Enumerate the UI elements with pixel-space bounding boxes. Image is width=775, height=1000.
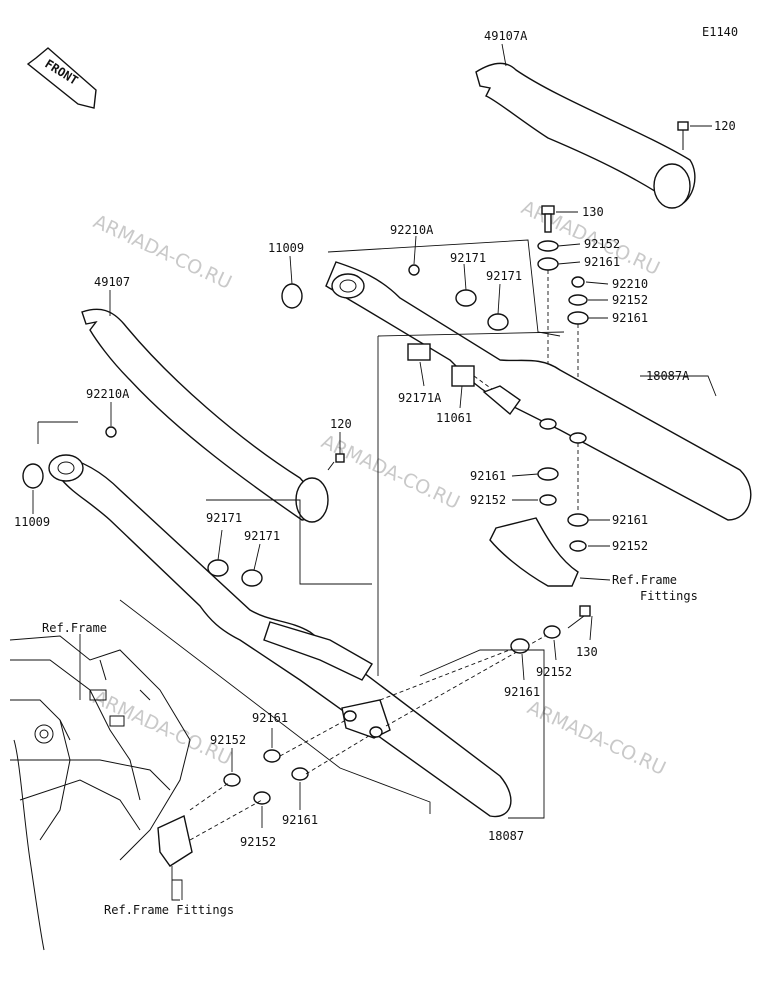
label-92161-g: 92161 (282, 813, 318, 827)
washer-92152-f (223, 773, 241, 787)
gasket-11009-left (22, 463, 44, 489)
clamp-92171-a (455, 289, 477, 307)
label-18087: 18087 (488, 829, 524, 843)
frame-bracket-lower (157, 815, 193, 867)
label-ref-frame-fittings-bottom: Ref.Frame Fittings (104, 903, 234, 917)
label-11009-left: 11009 (14, 515, 50, 529)
label-120-top: 120 (714, 119, 736, 133)
label-92171-d: 92171 (244, 529, 280, 543)
frame-sketch (9, 634, 191, 951)
diagram-code: E1140 (702, 25, 738, 39)
label-92171-c: 92171 (206, 511, 242, 525)
label-92152-g: 92152 (240, 835, 276, 849)
label-92161-f: 92161 (252, 711, 288, 725)
damper-92161-e (510, 638, 530, 654)
damper-92161-c (537, 467, 559, 481)
label-130-right: 130 (576, 645, 598, 659)
label-92161-e: 92161 (504, 685, 540, 699)
gasket-11009-top (281, 283, 303, 309)
clamp-92171-b (487, 313, 509, 331)
washer-92152-c (539, 494, 557, 506)
damper-92161-g (291, 767, 309, 781)
damper-upper-a (539, 418, 557, 430)
washer-92152-g (253, 791, 271, 805)
heat-cover-49107A (475, 62, 696, 207)
exhaust-pipe-upper (325, 261, 752, 521)
label-92171-b: 92171 (486, 269, 522, 283)
label-120-left: 120 (330, 417, 352, 431)
nut-92210A-left (105, 426, 117, 438)
label-92152-b: 92152 (612, 293, 648, 307)
label-ref-frame-fittings-right-2: Fittings (640, 589, 698, 603)
bolt-120-top (677, 121, 689, 150)
clamp-92171A (407, 343, 431, 361)
label-130-top: 130 (582, 205, 604, 219)
label-92152-f: 92152 (210, 733, 246, 747)
connector-pipe-lower (263, 621, 373, 681)
damper-92161-b (567, 311, 589, 325)
damper-92161-d (567, 513, 589, 527)
label-92152-a: 92152 (584, 237, 620, 251)
connector-pipe-upper (482, 385, 521, 416)
label-ref-frame: Ref.Frame (42, 621, 107, 635)
label-92152-e: 92152 (536, 665, 572, 679)
damper-92161-a (537, 257, 559, 271)
label-92161-a: 92161 (584, 255, 620, 269)
label-92171-a: 92171 (450, 251, 486, 265)
label-49107A: 49107A (484, 29, 528, 43)
label-92210A-top: 92210A (390, 223, 434, 237)
sleeve-11061 (451, 365, 475, 387)
label-92152-c: 92152 (470, 493, 506, 507)
bolt-120-left (327, 453, 345, 471)
washer-92152-a (537, 240, 559, 252)
bolt-130-top (541, 205, 555, 233)
front-arrow-icon: FRONT (26, 47, 97, 109)
label-18087A: 18087A (646, 369, 690, 383)
label-92171A: 92171A (398, 391, 442, 405)
label-92210: 92210 (612, 277, 648, 291)
damper-upper-b (569, 432, 587, 444)
label-92161-c: 92161 (470, 469, 506, 483)
nut-92210A-top (408, 264, 420, 276)
clamp-92171-d (241, 569, 263, 587)
label-ref-frame-fittings-right-1: Ref.Frame (612, 573, 677, 587)
muffler-bracket-upper (489, 517, 579, 587)
label-92161-b: 92161 (612, 311, 648, 325)
watermark-4: ARMADA-CO.RU (90, 687, 235, 770)
exhaust-flange-lower (48, 454, 84, 482)
clamp-92171-c (207, 559, 229, 577)
heat-cover-49107-clamp (295, 477, 329, 523)
label-92161-d: 92161 (612, 513, 648, 527)
nut-92210 (571, 276, 585, 288)
washer-92152-e (543, 625, 561, 639)
washer-92152-b (568, 294, 588, 306)
label-49107: 49107 (94, 275, 130, 289)
bolt-130-right (567, 605, 591, 629)
label-92152-d: 92152 (612, 539, 648, 553)
label-11061: 11061 (436, 411, 472, 425)
heat-cover-49107A-clamp (653, 163, 691, 209)
damper-92161-f (263, 749, 281, 763)
label-92210A-left: 92210A (86, 387, 130, 401)
washer-92152-d (569, 540, 587, 552)
label-11009-top: 11009 (268, 241, 304, 255)
exhaust-flange-upper (331, 273, 365, 299)
watermark-5: ARMADA-CO.RU (524, 697, 669, 780)
